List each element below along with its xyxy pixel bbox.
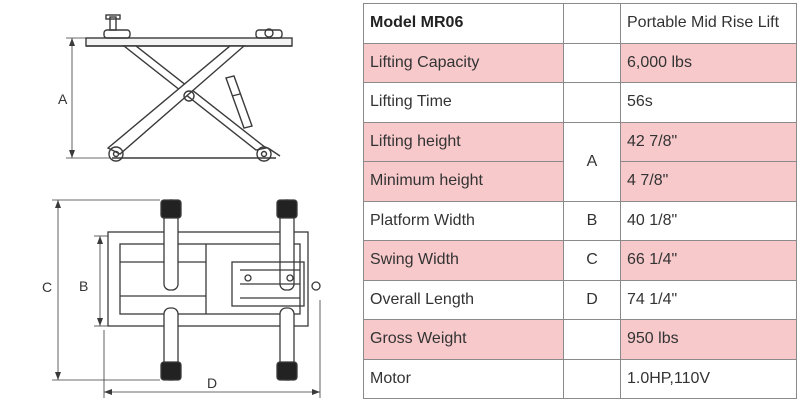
dimension-a-label: A bbox=[58, 91, 68, 107]
spec-label: Lifting Capacity bbox=[363, 42, 564, 83]
spec-value: 74 1/4" bbox=[620, 279, 797, 320]
ref-cell: D bbox=[563, 279, 621, 320]
table-row: Lifting height A 42 7/8" bbox=[363, 121, 797, 202]
table-row: Gross Weight 950 lbs bbox=[363, 319, 797, 360]
side-view-drawing bbox=[66, 14, 293, 162]
table-row: Lifting Time 56s bbox=[363, 82, 797, 123]
spec-value: 42 7/8" bbox=[620, 121, 797, 162]
lift-drawings: A bbox=[42, 14, 321, 398]
spec-value: 56s bbox=[620, 82, 797, 123]
table-row: Minimum height 4 7/8" bbox=[363, 161, 797, 202]
spec-label: Gross Weight bbox=[363, 319, 564, 360]
model-label: Model MR06 bbox=[363, 3, 564, 44]
table-row: Lifting Capacity 6,000 lbs bbox=[363, 42, 797, 83]
spec-value: 66 1/4" bbox=[620, 240, 797, 281]
spec-value: 4 7/8" bbox=[620, 161, 797, 202]
spec-value: 40 1/8" bbox=[620, 200, 797, 241]
dimension-b-label: B bbox=[79, 278, 88, 294]
spec-value: 1.0HP,110V bbox=[620, 358, 797, 399]
spec-label: Swing Width bbox=[363, 240, 564, 281]
ref-cell bbox=[563, 319, 621, 360]
spec-label: Overall Length bbox=[363, 279, 564, 320]
ref-cell: B bbox=[563, 200, 621, 241]
table-row: Motor 1.0HP,110V bbox=[363, 358, 797, 399]
spec-label: Minimum height bbox=[363, 161, 564, 202]
spec-label: Lifting Time bbox=[363, 82, 564, 123]
model-value: Portable Mid Rise Lift bbox=[620, 3, 797, 44]
ref-cell bbox=[563, 42, 621, 83]
spec-label: Lifting height bbox=[363, 121, 564, 162]
table-row: Platform Width B 40 1/8" bbox=[363, 200, 797, 241]
spec-table: Model MR06 Portable Mid Rise Lift Liftin… bbox=[363, 3, 797, 399]
spec-value: 6,000 lbs bbox=[620, 42, 797, 83]
table-row: Swing Width C 66 1/4" bbox=[363, 240, 797, 281]
table-row: Model MR06 Portable Mid Rise Lift bbox=[363, 3, 797, 44]
ref-cell bbox=[563, 358, 621, 399]
spec-value: 950 lbs bbox=[620, 319, 797, 360]
top-view-drawing bbox=[52, 199, 321, 398]
ref-cell: C bbox=[563, 240, 621, 281]
dimension-d-label: D bbox=[207, 375, 217, 391]
dimension-c-label: C bbox=[42, 279, 52, 295]
ref-cell: A bbox=[563, 121, 621, 202]
ref-cell bbox=[563, 82, 621, 123]
spec-label: Motor bbox=[363, 358, 564, 399]
ref-cell bbox=[563, 3, 621, 44]
spec-label: Platform Width bbox=[363, 200, 564, 241]
table-row: Overall Length D 74 1/4" bbox=[363, 279, 797, 320]
